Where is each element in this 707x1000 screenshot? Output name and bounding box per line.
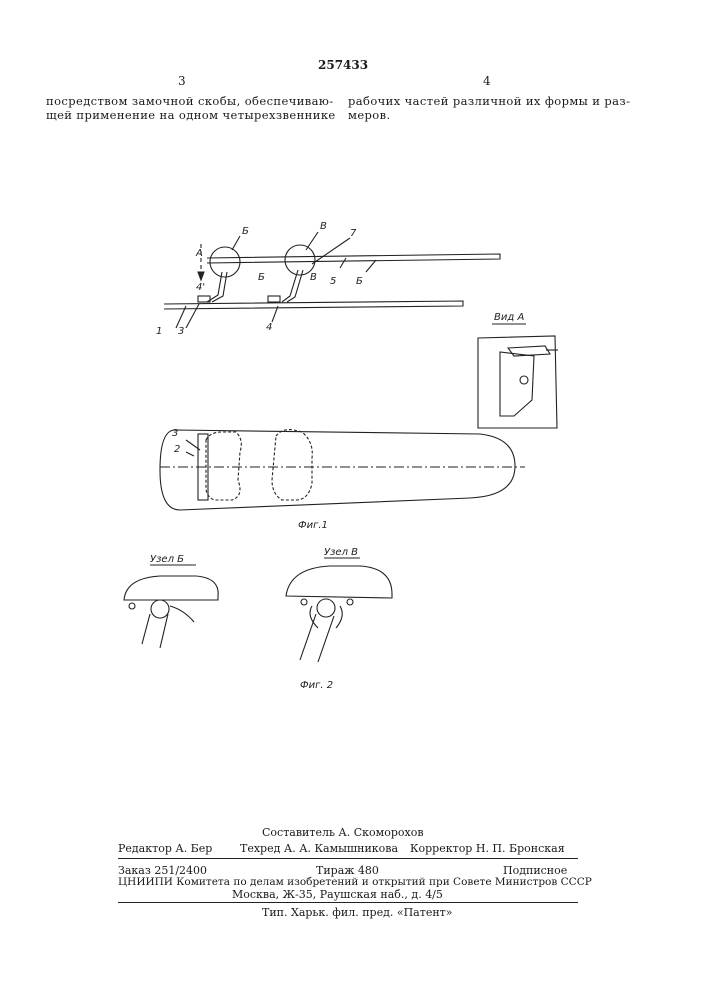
node-v-bolt-left [301, 599, 307, 605]
footer-rule-1 [118, 858, 578, 859]
label-1: 1 [156, 326, 162, 337]
plan-view [160, 430, 525, 510]
footer-techred: Техред А. А. Камышникова [240, 842, 398, 855]
label-6: Б [356, 276, 363, 287]
leader-2 [186, 452, 194, 456]
figure-2-caption: Фиг. 2 [300, 680, 333, 691]
label-v-2: В [310, 272, 317, 283]
node-b-arm-1 [142, 614, 150, 644]
node-v-arm-1 [300, 614, 316, 660]
label-3-plan: 3 [172, 428, 178, 439]
node-v-clip-right [336, 606, 342, 628]
label-5: 5 [330, 276, 336, 287]
arrow-a-head [198, 272, 204, 280]
node-b-arm-2 [160, 614, 168, 648]
label-4-prime: 4' [196, 282, 205, 293]
node-v-label: Узел В [324, 547, 358, 558]
label-b-2: Б [258, 272, 265, 283]
label-3: 3 [178, 326, 184, 337]
footer-corrector: Корректор Н. П. Бронская [410, 842, 565, 855]
figure-1-drawing: А Б Б В В 7 5 Б 4' 1 3 4 3 2 Вид А Фиг.1… [0, 0, 707, 700]
view-a [478, 324, 558, 428]
view-a-label: Вид А [494, 312, 524, 323]
plan-part-1 [206, 432, 241, 500]
node-b-drawing [124, 565, 218, 648]
node-b-pin [151, 600, 169, 618]
footer-rule-2 [118, 902, 578, 903]
view-a-frame [478, 336, 557, 428]
footer-editor: Редактор А. Бер [118, 842, 212, 855]
node-b-pad [124, 576, 218, 600]
node-b-hook [170, 606, 194, 622]
node-circle-b [210, 247, 240, 277]
node-v-drawing [286, 558, 392, 662]
label-v-1: В [320, 221, 327, 232]
plan-outline [160, 430, 515, 510]
node-b-bolt [129, 603, 135, 609]
footer-org: ЦНИИПИ Комитета по делам изобретений и о… [118, 876, 592, 888]
view-a-body [500, 352, 534, 416]
leader-3 [186, 304, 199, 328]
label-7: 7 [350, 228, 357, 239]
node-v-bolt-right [347, 599, 353, 605]
footer-address: Москва, Ж-35, Раушская наб., д. 4/5 [232, 888, 443, 901]
node-v-pin [317, 599, 335, 617]
leader-5 [340, 258, 346, 268]
leader-b [232, 236, 240, 250]
view-a-top [508, 346, 550, 356]
node-v-arm-2 [318, 616, 334, 662]
figure-1-caption: Фиг.1 [298, 520, 328, 531]
label-b-1: Б [242, 226, 249, 237]
node-b-label: Узел Б [150, 554, 184, 565]
view-a-screw [520, 376, 528, 384]
leader-v [306, 232, 318, 250]
plan-part-2 [272, 430, 312, 500]
footer-printer: Тип. Харьк. фил. пред. «Патент» [262, 906, 452, 919]
label-2: 2 [174, 444, 180, 455]
label-a: А [195, 248, 203, 259]
node-circle-v [285, 245, 315, 275]
mount-right [268, 296, 280, 302]
footer-composer: Составитель А. Скоморохов [262, 826, 424, 839]
label-4: 4 [266, 322, 272, 333]
leader-6 [366, 260, 376, 272]
upper-bar [207, 254, 500, 263]
node-v-pad [286, 566, 392, 598]
